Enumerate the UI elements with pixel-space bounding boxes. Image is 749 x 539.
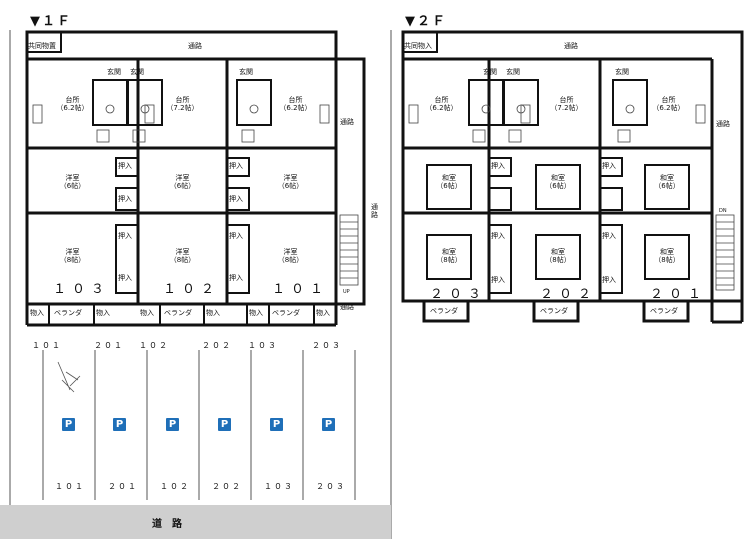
japanese-room-label: 和室 （8帖）: [436, 248, 462, 264]
parking-slot-label: ２０３: [316, 482, 346, 491]
floor1-inner-lines: [48, 79, 315, 325]
parking-icon: P: [270, 418, 283, 431]
western-room-label: 洋室 （8帖）: [169, 248, 196, 264]
closet-label: 押入: [118, 274, 132, 282]
western-room-label: 洋室 （6帖）: [169, 174, 196, 190]
road-side-label: 通 路: [371, 203, 378, 219]
closet-label: 押入: [118, 195, 132, 203]
storage-label: 物入: [316, 309, 330, 317]
unit-number: ２０３: [430, 287, 488, 302]
closet-label: 押入: [491, 232, 505, 240]
up-label: UP: [343, 289, 350, 295]
japanese-room-label: 和室 （6帖）: [545, 174, 571, 190]
veranda-label: ベランダ: [164, 309, 192, 317]
parking-slot-label: １０３: [264, 482, 294, 491]
parking-icon: P: [62, 418, 75, 431]
closet-label: 押入: [229, 274, 243, 282]
japanese-room-label: 和室 （6帖）: [654, 174, 680, 190]
western-room-label: 洋室 （6帖）: [277, 174, 304, 190]
closet-label: 押入: [229, 232, 243, 240]
road-label: 道 路: [152, 519, 182, 530]
entrance-label: 玄関: [615, 68, 629, 76]
storage-label: 物入: [249, 309, 263, 317]
common-storage-label: 共同物入: [404, 42, 432, 50]
veranda-label: ベランダ: [54, 309, 82, 317]
entrance-label: 玄関: [506, 68, 520, 76]
corridor-top-label: 通路: [188, 42, 202, 50]
parking-top-label: １０３: [248, 341, 278, 350]
closet-label: 押入: [602, 232, 616, 240]
closet-label: 押入: [602, 276, 616, 284]
japanese-room-label: 和室 （8帖）: [654, 248, 680, 264]
kitchen-label: 台所 （7.2帖）: [166, 96, 199, 112]
veranda-label: ベランダ: [272, 309, 300, 317]
closet-label: 押入: [491, 276, 505, 284]
unit-number: １０２: [163, 282, 221, 297]
dn-label: DN: [719, 208, 727, 214]
common-storage-label: 共同物置: [28, 42, 56, 50]
floor2-walls: [401, 30, 744, 324]
parking-top-label: ２０１: [94, 341, 124, 350]
unit-number: ２０１: [650, 287, 708, 302]
parking-slot-label: ２０１: [108, 482, 138, 491]
parking-top-label: ２０２: [202, 341, 232, 350]
parking-icon: P: [218, 418, 231, 431]
parking-icon: P: [322, 418, 335, 431]
parking-top-label: １０１: [32, 341, 62, 350]
veranda-label: ベランダ: [650, 307, 678, 315]
western-room-label: 洋室 （8帖）: [59, 248, 86, 264]
kitchen-label: 台所 （6.2帖）: [652, 96, 685, 112]
parking-slot-label: １０１: [55, 482, 85, 491]
kitchen-label: 台所 （6.2帖）: [56, 96, 89, 112]
entrance-label: 玄関: [130, 68, 144, 76]
japanese-room-label: 和室 （6帖）: [436, 174, 462, 190]
floor2-title: ▼２Ｆ: [405, 14, 447, 29]
corridor-right-label: 通路: [340, 118, 354, 126]
parking-top-label: ２０３: [312, 341, 342, 350]
closet-label: 押入: [229, 162, 243, 170]
western-room-label: 洋室 （8帖）: [277, 248, 304, 264]
road-band: [0, 505, 391, 539]
parking-top-label: １０２: [139, 341, 169, 350]
veranda-label: ベランダ: [540, 307, 568, 315]
storage-label: 物入: [140, 309, 154, 317]
floor1-title: ▼１Ｆ: [30, 14, 72, 29]
unit-number: １０１: [272, 282, 330, 297]
unit-number: ２０２: [540, 287, 598, 302]
corridor-bottom-label: 通路: [340, 303, 354, 311]
unit-number: １０３: [53, 282, 111, 297]
closet-label: 押入: [602, 162, 616, 170]
closet-label: 押入: [118, 232, 132, 240]
closet-label: 押入: [118, 162, 132, 170]
storage-label: 物入: [30, 309, 44, 317]
closet-label: 押入: [229, 195, 243, 203]
western-room-label: 洋室 （6帖）: [59, 174, 86, 190]
parking-icon: P: [166, 418, 179, 431]
kitchen-label: 台所 （6.2帖）: [279, 96, 312, 112]
kitchen-label: 台所 （7.2帖）: [550, 96, 583, 112]
parking-icon: P: [113, 418, 126, 431]
plant-icon: [57, 361, 81, 393]
japanese-room-label: 和室 （8帖）: [545, 248, 571, 264]
closet-label: 押入: [491, 162, 505, 170]
parking-slot-label: １０２: [160, 482, 190, 491]
veranda-label: ベランダ: [430, 307, 458, 315]
entrance-label: 玄関: [107, 68, 121, 76]
entrance-label: 玄関: [239, 68, 253, 76]
parking-lines: [42, 350, 356, 500]
corridor-right-label: 通路: [716, 120, 730, 128]
storage-label: 物入: [206, 309, 220, 317]
parking-slot-label: ２０２: [212, 482, 242, 491]
storage-label: 物入: [96, 309, 110, 317]
corridor-top-label: 通路: [564, 42, 578, 50]
kitchen-label: 台所 （6.2帖）: [425, 96, 458, 112]
entrance-label: 玄関: [483, 68, 497, 76]
